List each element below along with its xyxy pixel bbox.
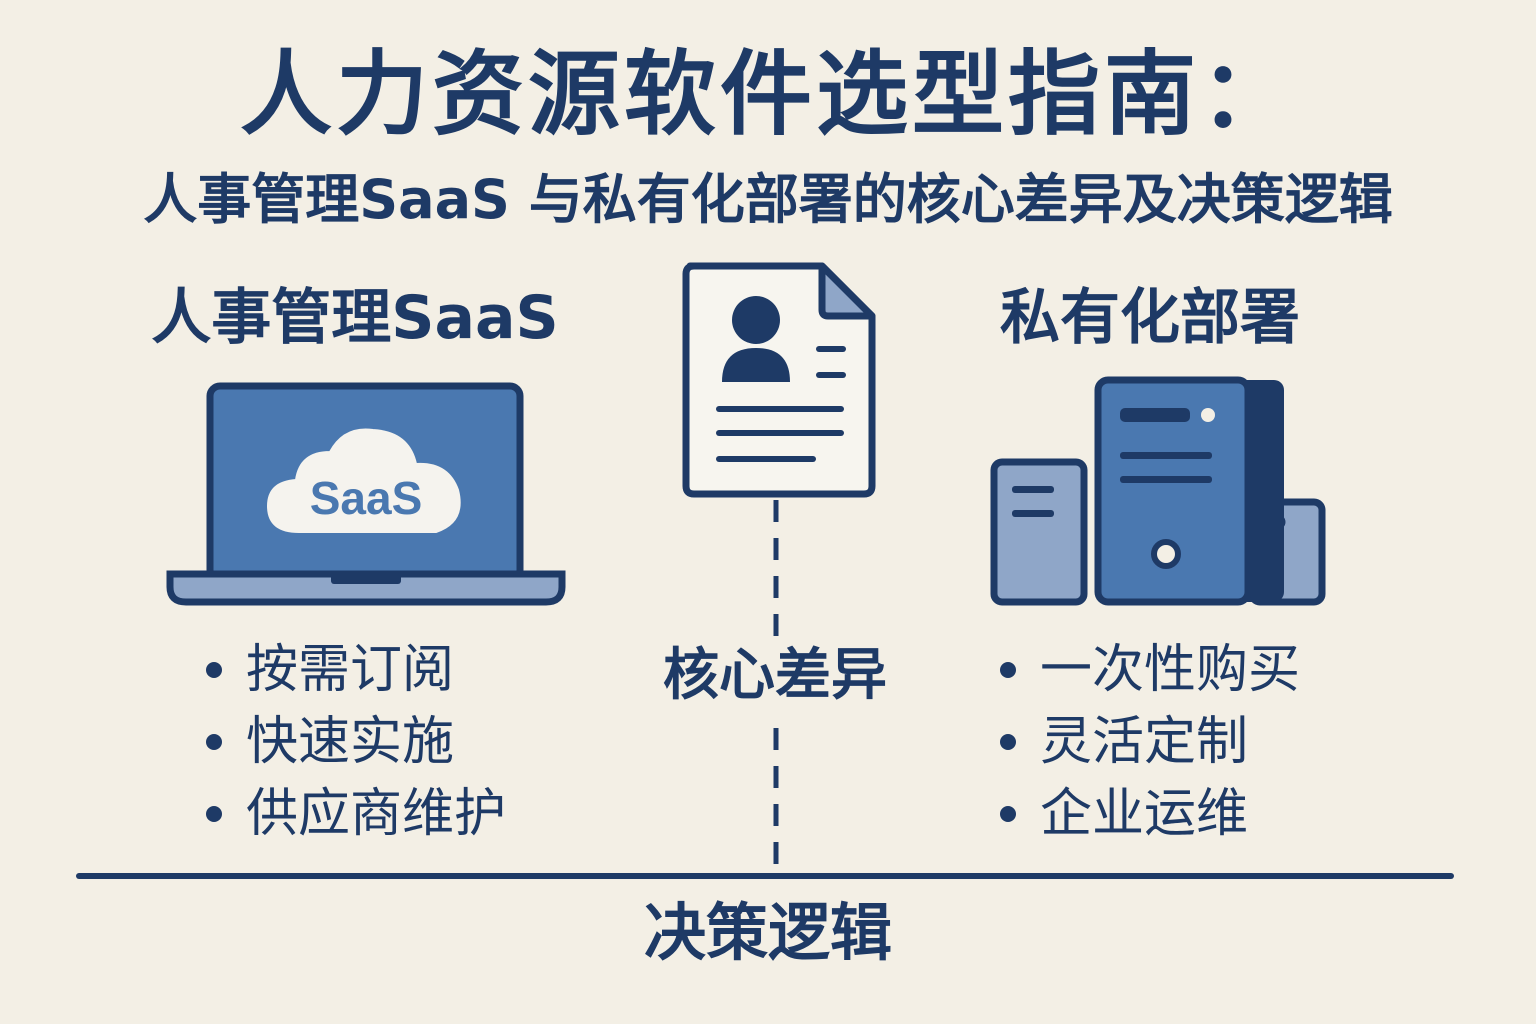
list-item: 按需订阅 bbox=[206, 634, 506, 706]
list-item: 供应商维护 bbox=[206, 778, 506, 850]
private-bullet-list: 一次性购买 灵活定制 企业运维 bbox=[1000, 634, 1300, 850]
bullet-dot bbox=[206, 806, 222, 822]
bullet-dot bbox=[1000, 806, 1016, 822]
list-item: 灵活定制 bbox=[1000, 706, 1300, 778]
saas-bullet-list: 按需订阅 快速实施 供应商维护 bbox=[206, 634, 506, 850]
list-item: 快速实施 bbox=[206, 706, 506, 778]
list-item: 企业运维 bbox=[1000, 778, 1300, 850]
person-body-icon bbox=[722, 348, 790, 382]
laptop-cloud-icon: SaaS bbox=[166, 382, 566, 606]
list-item-text: 快速实施 bbox=[246, 712, 455, 772]
page-title: 人力资源软件选型指南： bbox=[239, 41, 1296, 148]
private-deployment-heading: 私有化部署 bbox=[1000, 283, 1300, 353]
page-subtitle: 人事管理SaaS 与私有化部署的核心差异及决策逻辑 bbox=[143, 168, 1393, 231]
bullet-dot bbox=[1000, 662, 1016, 678]
bullet-dot bbox=[1000, 734, 1016, 750]
dashed-connector bbox=[773, 500, 779, 868]
bullet-dot bbox=[206, 662, 222, 678]
core-difference-label: 核心差异 bbox=[640, 640, 910, 712]
saas-heading: 人事管理SaaS bbox=[151, 283, 559, 353]
person-head-icon bbox=[732, 296, 780, 344]
horizontal-divider bbox=[76, 873, 1454, 879]
list-item-text: 按需订阅 bbox=[246, 640, 455, 700]
cloud-saas-label: SaaS bbox=[310, 472, 423, 524]
list-item: 一次性购买 bbox=[1000, 634, 1300, 706]
server-tower-icon bbox=[990, 376, 1326, 606]
list-item-text: 供应商维护 bbox=[246, 784, 507, 844]
decision-logic-label: 决策逻辑 bbox=[643, 896, 892, 969]
list-item-text: 一次性购买 bbox=[1040, 640, 1301, 700]
bullet-dot bbox=[206, 734, 222, 750]
resume-document-icon bbox=[682, 262, 876, 498]
list-item-text: 灵活定制 bbox=[1040, 712, 1249, 772]
list-item-text: 企业运维 bbox=[1040, 784, 1249, 844]
cloud-icon bbox=[266, 428, 461, 533]
